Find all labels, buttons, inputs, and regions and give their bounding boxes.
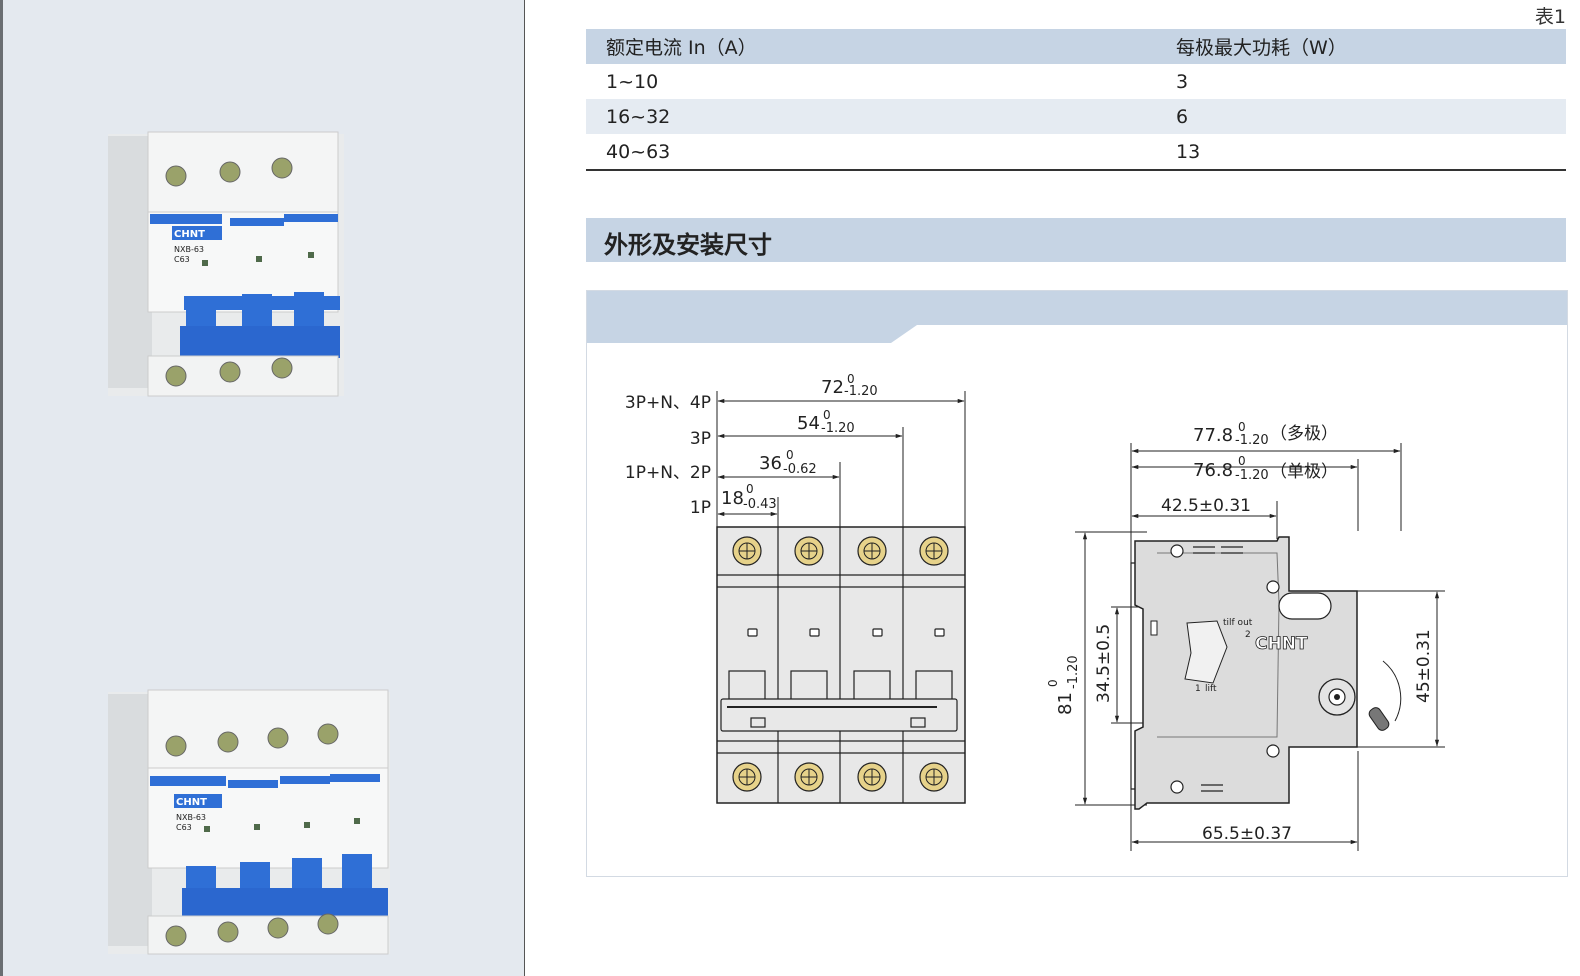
table-number: 表1 (1534, 6, 1566, 28)
brand-label: CHNT (176, 797, 207, 808)
tol-81-upper: 0 (1046, 679, 1060, 687)
tol-72-upper: 0 (847, 372, 855, 386)
tol-36-lower: -0.62 (783, 462, 817, 477)
lift-label: lift (1205, 684, 1217, 694)
table-header-row: 额定电流 In（A） 每极最大功耗（W） (586, 29, 1566, 64)
dimension-drawing: 3P+N、4P 3P 1P+N、2P 1P 72 0 -1.20 (587, 291, 1567, 851)
tol-77-8-lower: -1.20 (1235, 433, 1269, 448)
tol-72-lower: -1.20 (844, 384, 878, 399)
rating-label: C63 (176, 823, 192, 832)
dim-77-8: 77.8 (1193, 425, 1233, 446)
column-header: 每极最大功耗（W） (1166, 29, 1566, 64)
brand-label: CHNT (174, 229, 205, 240)
tol-18-lower: -0.43 (743, 497, 777, 512)
tol-81-lower: -1.20 (1066, 655, 1081, 689)
breaker-3p-photo: CHNT NXB-63 C63 (108, 131, 344, 397)
tol-76-8-lower: -1.20 (1235, 468, 1269, 483)
dim-36: 36 (759, 453, 782, 474)
product-photo-panel: CHNT NXB-63 C63 CHNT NXB-63 C63 (0, 0, 525, 976)
tol-76-8-upper: 0 (1238, 454, 1246, 468)
dim-54: 54 (797, 413, 820, 434)
dim-72: 72 (821, 377, 844, 398)
dim-45: 45±0.31 (1414, 629, 1434, 703)
tol-54-upper: 0 (823, 408, 831, 422)
tol-54-lower: -1.20 (821, 421, 855, 436)
pole-label: 3P (690, 429, 711, 449)
tilt-out-label: tilf out (1223, 618, 1253, 628)
tol-36-upper: 0 (786, 448, 794, 462)
panel-header-band (587, 291, 1567, 343)
tol-77-8-upper: 0 (1238, 420, 1246, 434)
power-loss-table: 额定电流 In（A） 每极最大功耗（W） 1~10 3 16~32 6 40~6… (586, 29, 1566, 171)
dim-34-5: 34.5±0.5 (1094, 624, 1114, 703)
table-cell: 40~63 (586, 134, 1166, 171)
pole-label: 3P+N、4P (625, 393, 711, 413)
dim-65-5: 65.5±0.37 (1202, 824, 1292, 844)
pole-label: 1P+N、2P (625, 463, 711, 483)
table-cell: 16~32 (586, 99, 1166, 134)
side-view: 77.8 0 -1.20 （多极） 76.8 0 -1.20 （单极） 42.5… (1046, 420, 1445, 851)
step-1-label: 1 (1195, 684, 1201, 694)
table-cell: 3 (1176, 70, 1189, 93)
table-row: 1~10 3 (586, 64, 1566, 99)
note-multi-pole: （多极） (1270, 424, 1338, 444)
model-label: NXB-63 (174, 245, 204, 254)
pole-label: 1P (690, 498, 711, 518)
column-header: 额定电流 In（A） (586, 29, 1166, 64)
dim-76-8: 76.8 (1193, 460, 1233, 481)
dim-81: 81 (1055, 692, 1076, 715)
side-brand-label: CHNT (1255, 634, 1308, 654)
tol-18-upper: 0 (746, 482, 754, 496)
breaker-4p-photo: CHNT NXB-63 C63 (108, 689, 390, 955)
dim-18: 18 (721, 488, 744, 509)
front-view: 3P+N、4P 3P 1P+N、2P 1P 72 0 -1.20 (625, 372, 966, 804)
table-row: 40~63 13 (586, 134, 1566, 171)
section-header: 外形及安装尺寸 (586, 218, 1566, 262)
dim-42-5: 42.5±0.31 (1161, 496, 1251, 516)
dimension-drawing-panel: 3P+N、4P 3P 1P+N、2P 1P 72 0 -1.20 (586, 290, 1568, 877)
section-title: 外形及安装尺寸 (604, 231, 772, 259)
note-single-pole: （单极） (1270, 462, 1338, 482)
table-cell: 6 (1166, 99, 1566, 134)
table-cell: 1~10 (606, 70, 659, 93)
rating-label: C63 (174, 255, 190, 264)
table-row: 16~32 6 (586, 99, 1566, 134)
model-label: NXB-63 (176, 813, 206, 822)
table-cell: 13 (1166, 134, 1566, 171)
panel-edge (0, 0, 3, 976)
step-2-label: 2 (1245, 630, 1251, 640)
